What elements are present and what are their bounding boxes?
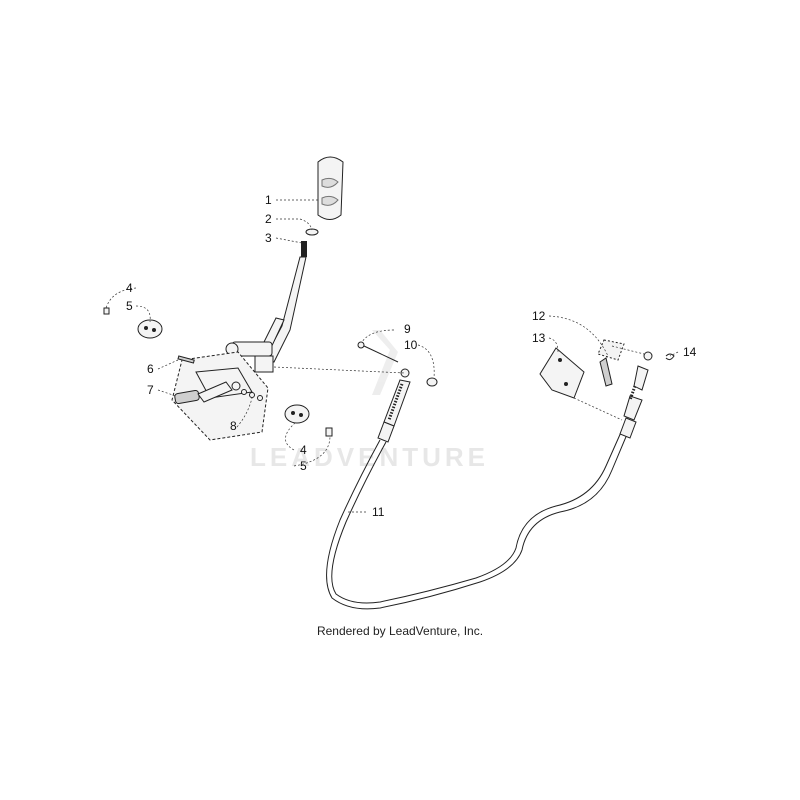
retaining-clip xyxy=(665,353,675,361)
callout-11: 11 xyxy=(372,505,385,519)
leader-lines xyxy=(105,199,679,513)
upper-plate xyxy=(103,307,163,339)
shift-knob xyxy=(317,156,344,220)
callout-3: 3 xyxy=(265,231,272,245)
watermark-text: LEADVENTURE xyxy=(250,442,489,472)
threaded-stud xyxy=(301,241,307,257)
callout-4: 4 xyxy=(126,281,133,295)
callout-labels: 1 2 3 4 5 6 7 8 4 5 9 10 11 12 13 14 xyxy=(126,193,697,519)
small-fasteners xyxy=(241,389,263,401)
callout-1: 1 xyxy=(265,193,272,207)
pivot-pin xyxy=(177,355,195,364)
latch-handle xyxy=(174,381,241,405)
cable-bracket xyxy=(539,347,585,399)
callout-5: 5 xyxy=(126,299,133,313)
render-credit: Rendered by LeadVenture, Inc. xyxy=(316,624,484,638)
knob-washer xyxy=(305,228,319,236)
watermark: LEADVENTURE xyxy=(250,330,489,472)
callout-10: 10 xyxy=(404,338,418,352)
callout-14: 14 xyxy=(683,345,697,359)
callout-12: 12 xyxy=(532,309,546,323)
callout-4b: 4 xyxy=(300,443,307,457)
callout-2: 2 xyxy=(265,212,272,226)
callout-13: 13 xyxy=(532,331,546,345)
shift-lever xyxy=(225,256,307,373)
lower-plate xyxy=(284,404,333,437)
callout-8: 8 xyxy=(230,419,237,433)
cable-nut xyxy=(426,377,438,387)
callout-9: 9 xyxy=(404,322,411,336)
cable-bolt xyxy=(357,341,399,363)
shift-cable xyxy=(326,351,653,610)
callout-5b: 5 xyxy=(300,459,307,473)
watermark-logo xyxy=(372,330,398,395)
callout-7: 7 xyxy=(147,383,154,397)
callout-6: 6 xyxy=(147,362,154,376)
bracket-bolt xyxy=(597,339,625,387)
